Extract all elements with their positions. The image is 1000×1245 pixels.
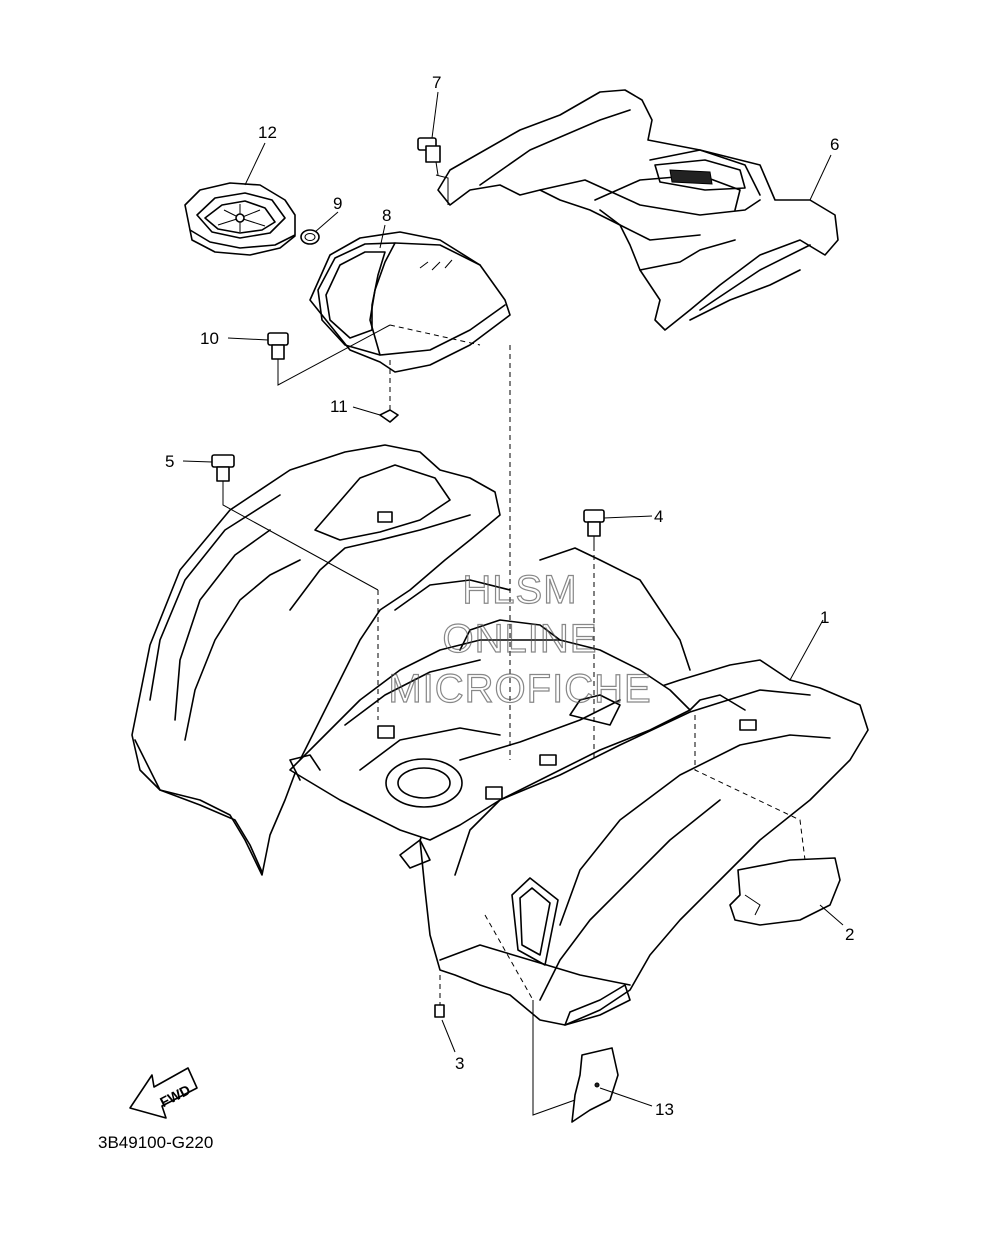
watermark-line-3: MICROFICHE	[388, 667, 651, 711]
callout-7: 7	[432, 73, 441, 92]
callout-1: 1	[820, 608, 829, 627]
part-2-flap	[729, 857, 841, 926]
leader-lines	[182, 91, 844, 1107]
part-10-bolt	[267, 332, 289, 372]
callout-numbers: 1 2 3 4 5 6 7 8 9 10 11 12 13	[165, 73, 854, 1119]
callout-12: 12	[258, 123, 277, 142]
part-3-nut	[434, 1004, 445, 1018]
callout-3: 3	[455, 1054, 464, 1073]
watermark: HLSM ONLINE MICROFICHE	[388, 567, 652, 711]
watermark-line-1: HLSM	[462, 568, 577, 612]
part-5-bolt	[211, 454, 235, 492]
part-8-box	[309, 231, 511, 373]
part-12-cap	[184, 182, 296, 256]
callout-4: 4	[654, 507, 663, 526]
callout-8: 8	[382, 206, 391, 225]
part-9-grommet	[300, 229, 320, 245]
callout-5: 5	[165, 452, 174, 471]
fwd-arrow-icon: FWD	[129, 1067, 198, 1119]
callout-13: 13	[655, 1100, 674, 1119]
part-7-bolt	[417, 137, 441, 176]
part-4-bolt	[583, 509, 605, 546]
callout-11: 11	[330, 397, 348, 416]
alignment-lines	[222, 174, 806, 1116]
part-6-carrier-cover	[437, 89, 839, 331]
part-11-nut	[379, 409, 399, 423]
callout-2: 2	[845, 925, 854, 944]
callout-6: 6	[830, 135, 839, 154]
callout-9: 9	[333, 194, 342, 213]
part-1-rear-fender	[131, 444, 869, 1026]
part-13-flap	[571, 1047, 619, 1123]
watermark-line-2: ONLINE	[443, 617, 598, 661]
diagram-code: 3B49100-G220	[98, 1133, 213, 1152]
callout-10: 10	[200, 329, 219, 348]
